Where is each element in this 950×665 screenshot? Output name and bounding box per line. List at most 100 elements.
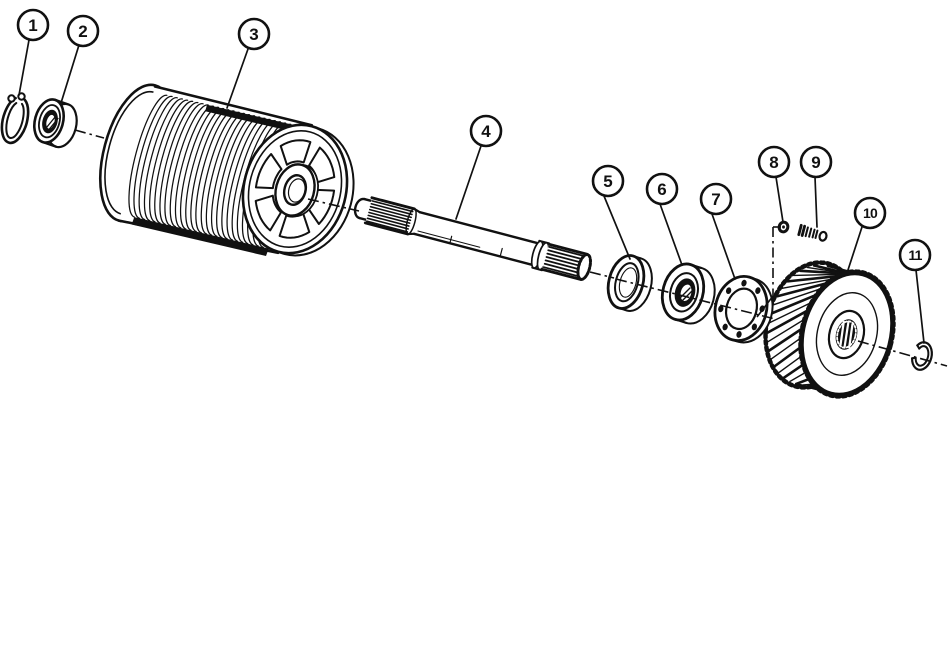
gear-tooth [766, 307, 812, 334]
snap-ring-lug [17, 92, 26, 101]
flange-bolt-hole [736, 331, 742, 338]
callout-6-label: 6 [657, 180, 666, 199]
callout-2: 2 [66, 14, 100, 48]
callout-8: 8 [757, 145, 791, 179]
flange-bolt-hole [718, 305, 724, 313]
callout-4-label: 4 [481, 122, 491, 141]
shaft-spline-ridge [543, 262, 583, 275]
flange-bolt-hole [741, 279, 747, 287]
shaft-spline-ridge [371, 200, 414, 213]
part-gear [763, 260, 896, 399]
gear-bore-slot [843, 320, 850, 349]
gear-teeth-ring [798, 269, 896, 399]
cable-coil-line [133, 95, 173, 219]
gear-tooth [770, 335, 804, 360]
part-bearing-front [33, 98, 78, 149]
shaft-body-shadow [417, 230, 481, 248]
gear-tooth [773, 344, 804, 368]
screw-hole [782, 225, 785, 229]
bearing-detail [45, 115, 57, 129]
callout-11-circle [898, 238, 932, 272]
gear-bore-slot [839, 320, 845, 346]
centerline-segment [589, 271, 615, 279]
callout-11-label: 11 [908, 247, 922, 263]
part-small-snap-ring [910, 341, 933, 371]
callout-1-circle [16, 8, 50, 42]
flange-bolt-hole [759, 305, 765, 313]
callout-11: 11 [898, 238, 932, 272]
drum-bottom-edge [117, 219, 280, 255]
shaft-cap-edge [358, 216, 369, 222]
screw-locator-line [756, 295, 774, 318]
callout-3-label: 3 [249, 25, 258, 44]
leader-10 [846, 226, 863, 274]
callout-5-label: 5 [603, 172, 612, 191]
shaft-spline-ridge [542, 266, 582, 278]
leader-6 [659, 203, 683, 266]
shaft-spline-ridge [365, 220, 409, 233]
callout-9-circle [799, 145, 833, 179]
flange-center-hole [724, 287, 759, 331]
shaft-end-teeth [576, 252, 592, 281]
part-drum [99, 83, 355, 257]
gear-bore-scallop [836, 320, 857, 349]
ring-end [916, 344, 921, 350]
gear-tooth [767, 300, 816, 324]
shaft-spline1-edge [370, 196, 416, 211]
pin-tip [818, 230, 828, 242]
snap-ring-lug [7, 94, 16, 103]
leader-11 [915, 269, 925, 344]
shaft-spline-ridge [548, 245, 587, 258]
callout-2-circle [66, 14, 100, 48]
callout-9: 9 [799, 145, 833, 179]
ring-end [911, 356, 917, 360]
gear-tooth [767, 325, 806, 352]
gear-web-circle [815, 292, 879, 376]
shaft-spline-ridge [545, 256, 585, 268]
gear-tooth [778, 354, 804, 374]
part-threaded-pin [797, 223, 828, 242]
leader-7 [711, 213, 736, 280]
shaft-body-edge [418, 210, 540, 245]
callout-4-circle [469, 114, 503, 148]
shaft-spline-ridge [369, 205, 412, 219]
shaft-body-fill [414, 212, 539, 266]
centerline-segment [857, 340, 948, 367]
flange-window [279, 139, 312, 166]
shaft-spline2-edge [547, 242, 589, 256]
shaft-spline-ridge [367, 214, 410, 227]
shaft-cap-edge [363, 197, 374, 203]
leader-1 [18, 39, 30, 96]
shaft-spline2-edge [540, 267, 583, 281]
shaft-spline-ridge [546, 252, 586, 265]
gear-bore-slot [848, 323, 854, 349]
callout-7: 7 [699, 182, 733, 216]
cable-coil-line [138, 97, 178, 221]
centerline-segment [74, 129, 105, 139]
shaft-step-mark [499, 247, 503, 258]
leader-2 [60, 44, 80, 104]
callout-6-circle [645, 172, 679, 206]
callout-3: 3 [237, 17, 271, 51]
shaft-spline-ridge [370, 202, 413, 216]
leader-5 [603, 195, 631, 260]
shaft-spline-ridge [547, 249, 586, 261]
cable-coil-line [154, 100, 194, 224]
flange-window [254, 194, 282, 232]
shaft-cap-fill [359, 199, 372, 220]
callout-3-circle [237, 17, 271, 51]
gear-tooth [769, 292, 822, 316]
callout-10-label: 10 [863, 205, 878, 221]
gear-tooth [767, 317, 808, 343]
bearing2-detail [682, 289, 694, 301]
callout-8-label: 8 [769, 153, 778, 172]
drum-top-edge [153, 85, 314, 127]
part-bolt-flange [713, 275, 774, 344]
shaft-step-mark [449, 235, 453, 244]
cable-coil-line [169, 104, 209, 228]
drum-top-shading [205, 104, 302, 134]
shaft-spline-ridge [366, 217, 409, 230]
flange-bolt-hole [722, 323, 728, 331]
snap-ring-inner [5, 102, 25, 139]
leader-8 [775, 176, 784, 223]
